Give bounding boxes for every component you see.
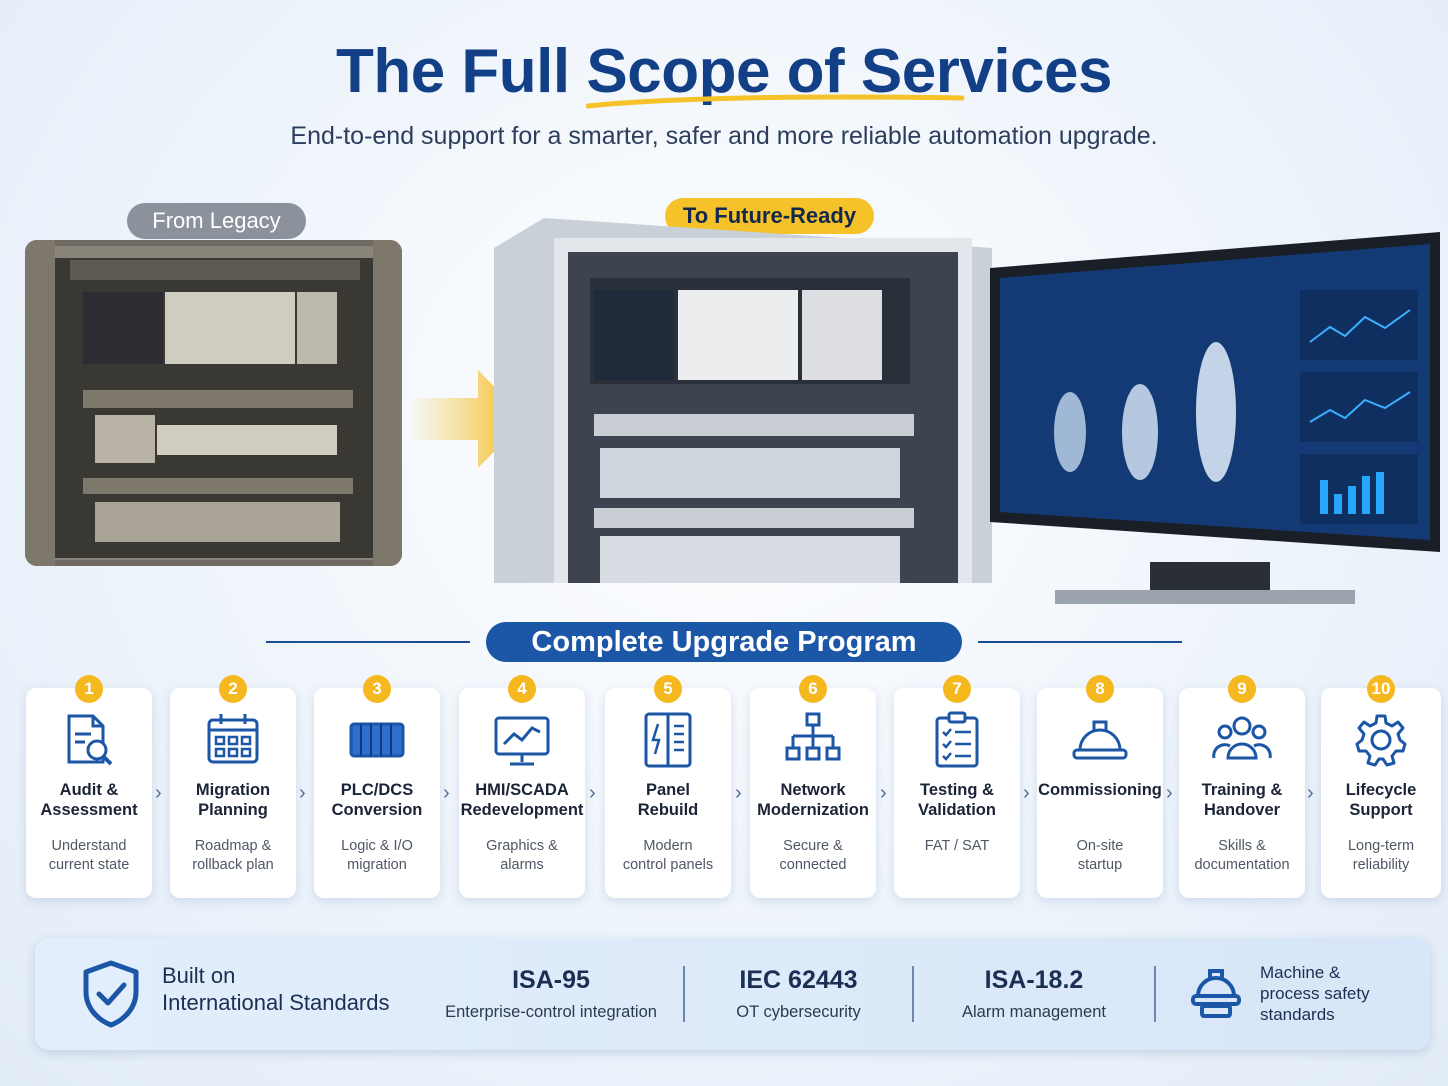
standards-divider xyxy=(683,966,685,1022)
step-title: Audit &Assessment xyxy=(40,781,138,819)
step-number-badge: 8 xyxy=(1086,675,1114,703)
step-title: Testing &Validation xyxy=(918,781,996,819)
step-card-testing[interactable]: 7 Testing &Validation FAT / SAT xyxy=(894,675,1020,898)
to-future-ready-label: To Future-Ready xyxy=(665,198,874,234)
standards-divider xyxy=(1154,966,1156,1022)
chevron-right-icon: › xyxy=(735,782,742,804)
step-number-badge: 1 xyxy=(75,675,103,703)
team-icon xyxy=(1212,716,1272,760)
panel-icon xyxy=(644,712,692,768)
step-description: FAT / SAT xyxy=(924,838,990,854)
chevron-right-icon: › xyxy=(443,782,450,804)
program-banner: Complete Upgrade Program xyxy=(486,622,962,662)
step-number-badge: 3 xyxy=(363,675,391,703)
step-description: Secure &connected xyxy=(779,838,847,873)
scada-monitor-image xyxy=(990,232,1440,604)
step-description: Roadmap &rollback plan xyxy=(192,838,274,873)
standard-name: ISA-95 xyxy=(512,966,590,994)
step-card-training[interactable]: 9 Training &Handover Skills &documentati… xyxy=(1179,675,1305,898)
audit-icon xyxy=(67,714,113,766)
title-underline-brush xyxy=(586,94,965,109)
modern-cabinet-image xyxy=(494,218,992,583)
standards-heading: Built on International Standards xyxy=(162,963,390,1015)
step-number-badge: 7 xyxy=(943,675,971,703)
step-description: Skills &documentation xyxy=(1194,838,1290,873)
standard-description: Enterprise-control integration xyxy=(445,1003,657,1021)
calendar-icon xyxy=(207,714,259,764)
chevron-right-icon: › xyxy=(880,782,887,804)
standards-divider xyxy=(912,966,914,1022)
chevron-right-icon: › xyxy=(1166,782,1173,804)
gear-icon xyxy=(1355,714,1407,767)
step-number-badge: 10 xyxy=(1367,675,1395,703)
page-title: The Full Scope of Services xyxy=(0,36,1448,107)
banner-rule-left xyxy=(266,641,470,643)
chevron-right-icon: › xyxy=(299,782,306,804)
page-subtitle: End-to-end support for a smarter, safer … xyxy=(290,122,1158,150)
step-title: Training &Handover xyxy=(1201,781,1283,819)
shield-check-icon xyxy=(83,960,139,1028)
standard-isa-18-2: ISA-18.2 Alarm management xyxy=(914,966,1154,1022)
step-number-badge: 2 xyxy=(219,675,247,703)
checklist-icon xyxy=(935,711,979,768)
title-part-1: The Full xyxy=(335,37,587,106)
chevron-right-icon: › xyxy=(1023,782,1030,804)
hard-hat-icon xyxy=(1072,720,1128,760)
safety-helmet-icon xyxy=(1191,969,1241,1018)
step-number-badge: 4 xyxy=(508,675,536,703)
title-part-2-highlight: Scope of Services xyxy=(586,37,1113,106)
standard-name: ISA-18.2 xyxy=(984,966,1084,994)
standard-description: OT cybersecurity xyxy=(736,1003,861,1021)
standard-description: Alarm management xyxy=(962,1003,1106,1021)
chevron-right-icon: › xyxy=(1307,782,1314,804)
standard-name: IEC 62443 xyxy=(739,966,858,994)
step-number-badge: 9 xyxy=(1228,675,1256,703)
legacy-cabinet-image xyxy=(25,240,402,566)
chevron-right-icon: › xyxy=(589,782,596,804)
network-icon xyxy=(785,712,841,761)
step-number-badge: 5 xyxy=(654,675,682,703)
monitor-chart-icon xyxy=(494,716,550,766)
step-number-badge: 6 xyxy=(799,675,827,703)
standard-isa-95: ISA-95 Enterprise-control integration xyxy=(430,966,672,1022)
safety-standards-label: Machine & process safety standards xyxy=(1260,963,1370,1024)
step-title: Commissioning xyxy=(1038,781,1162,799)
from-legacy-label: From Legacy xyxy=(127,203,306,239)
banner-rule-right xyxy=(978,641,1182,643)
step-description: Graphics &alarms xyxy=(486,838,558,873)
chevron-right-icon: › xyxy=(155,782,162,804)
plc-module-icon xyxy=(349,722,405,758)
standard-iec-62443: IEC 62443 OT cybersecurity xyxy=(686,966,911,1022)
